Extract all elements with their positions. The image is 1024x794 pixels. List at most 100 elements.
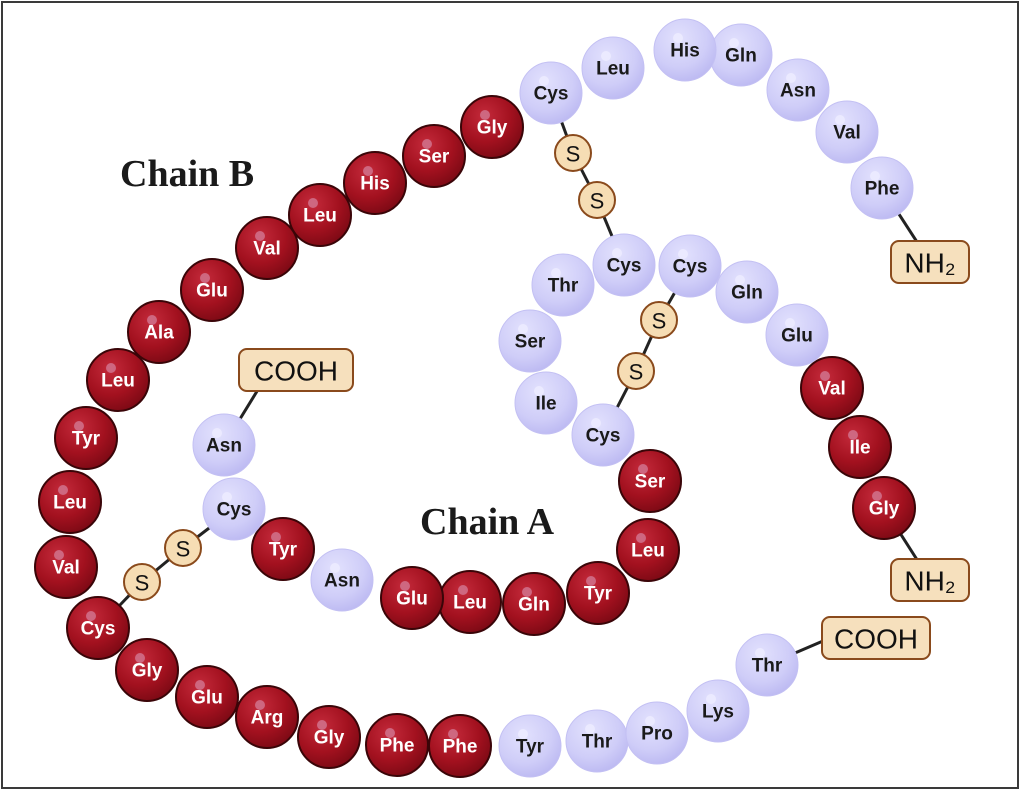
bead-highlight <box>518 729 528 739</box>
chain-a-residue-ser: Ser <box>498 309 562 373</box>
chain-b-residue-phe: Phe <box>428 714 492 778</box>
chain-a-c-terminus-box <box>238 348 354 392</box>
residue-label: Thr <box>752 656 783 677</box>
chain-a-residue-cys: Cys <box>592 233 656 297</box>
residue-bead <box>616 518 680 582</box>
residue-label: Leu <box>453 593 487 614</box>
residue-label: Asn <box>324 571 360 592</box>
chain-b-residue-ser: Ser <box>402 124 466 188</box>
residue-label: Cys <box>673 257 708 278</box>
residue-label: Leu <box>303 206 337 227</box>
residue-bead <box>288 183 352 247</box>
residue-label: Cys <box>607 256 642 277</box>
residue-bead <box>566 561 630 625</box>
residue-label: Gly <box>132 661 163 682</box>
chain-a-residue-ile: Ile <box>828 415 892 479</box>
chain-a-residue-cys: Cys <box>571 403 635 467</box>
chain-b-residue-his: His <box>343 151 407 215</box>
bead-highlight <box>678 249 688 259</box>
residue-label: Lys <box>702 702 734 723</box>
residue-label: Glu <box>196 281 228 302</box>
bead-highlight <box>308 198 318 208</box>
chain-b-residue-arg: Arg <box>235 685 299 749</box>
residue-label: Gln <box>518 595 550 616</box>
residue-bead <box>192 413 256 477</box>
residue-bead <box>66 596 130 660</box>
residue-label: Phe <box>865 179 900 200</box>
residue-label: Tyr <box>516 737 545 758</box>
chain-a-residue-ile: Ile <box>514 371 578 435</box>
residue-label: Pro <box>641 724 673 745</box>
residue-label: Phe <box>443 737 478 758</box>
bead-highlight <box>522 587 532 597</box>
chain-b-c-terminus-box <box>821 616 931 660</box>
residue-label: Leu <box>596 59 630 80</box>
bead-highlight <box>612 248 622 258</box>
residue-label: Glu <box>781 326 813 347</box>
residue-bead <box>519 61 583 125</box>
chain-a-residue-asn: Asn <box>310 548 374 612</box>
residue-bead <box>592 233 656 297</box>
sulfur-atom <box>123 563 161 601</box>
bead-highlight <box>448 729 458 739</box>
residue-bead <box>380 566 444 630</box>
sulfur-atom <box>164 529 202 567</box>
bead-highlight <box>458 585 468 595</box>
residue-label: Cys <box>534 84 569 105</box>
bead-highlight <box>645 716 655 726</box>
chain-a-residue-gln: Gln <box>715 260 779 324</box>
residue-label: Ser <box>515 332 546 353</box>
sulfur-label: S <box>652 309 667 334</box>
residue-bead <box>581 36 645 100</box>
residue-label: Gly <box>314 728 345 749</box>
bead-highlight <box>255 231 265 241</box>
chain-a-residue-glu: Glu <box>380 566 444 630</box>
residue-bead <box>365 713 429 777</box>
residue-bead <box>618 449 682 513</box>
residue-bead <box>34 535 98 599</box>
bead-highlight <box>636 533 646 543</box>
chain-a-residue-tyr: Tyr <box>566 561 630 625</box>
bead-highlight <box>400 581 410 591</box>
residue-bead <box>54 406 118 470</box>
chain-a-residue-leu: Leu <box>616 518 680 582</box>
sulfur-label: S <box>135 571 150 596</box>
bead-highlight <box>872 491 882 501</box>
residue-bead <box>38 470 102 534</box>
sulfur-label: S <box>176 537 191 562</box>
residue-bead <box>402 124 466 188</box>
bead-highlight <box>785 318 795 328</box>
chain-a-residue-thr: Thr <box>531 253 595 317</box>
sulfur-label: S <box>629 360 644 385</box>
bead-highlight <box>638 464 648 474</box>
residue-bead <box>498 309 562 373</box>
residue-label: Val <box>52 558 79 579</box>
chain-b-residue-thr: Thr <box>735 633 799 697</box>
bead-highlight <box>212 428 222 438</box>
chain-b-residue-ala: Ala <box>127 300 191 364</box>
chain-b-residue-tyr: Tyr <box>498 714 562 778</box>
residue-label: Gly <box>869 499 900 520</box>
residue-label: Tyr <box>72 429 101 450</box>
bead-highlight <box>271 532 281 542</box>
sulfur-atom <box>578 181 616 219</box>
chain-a-residue-cys: Cys <box>202 477 266 541</box>
chain-a-n-terminus: NH₂ <box>904 566 955 597</box>
chain-b-residue-lys: Lys <box>686 679 750 743</box>
chain-a-c-terminus: COOH <box>254 356 338 387</box>
bead-highlight <box>74 421 84 431</box>
bead-highlight <box>601 51 611 61</box>
residue-bead <box>828 415 892 479</box>
residue-label: Thr <box>582 732 613 753</box>
chain-b-residue-his: His <box>653 18 717 82</box>
sulfur-label: S <box>590 189 605 214</box>
sulfur-atom <box>554 134 592 172</box>
bead-highlight <box>870 171 880 181</box>
chain-b-residue-glu: Glu <box>180 258 244 322</box>
residue-bead <box>343 151 407 215</box>
bead-highlight <box>255 700 265 710</box>
residue-label: Glu <box>191 688 223 709</box>
